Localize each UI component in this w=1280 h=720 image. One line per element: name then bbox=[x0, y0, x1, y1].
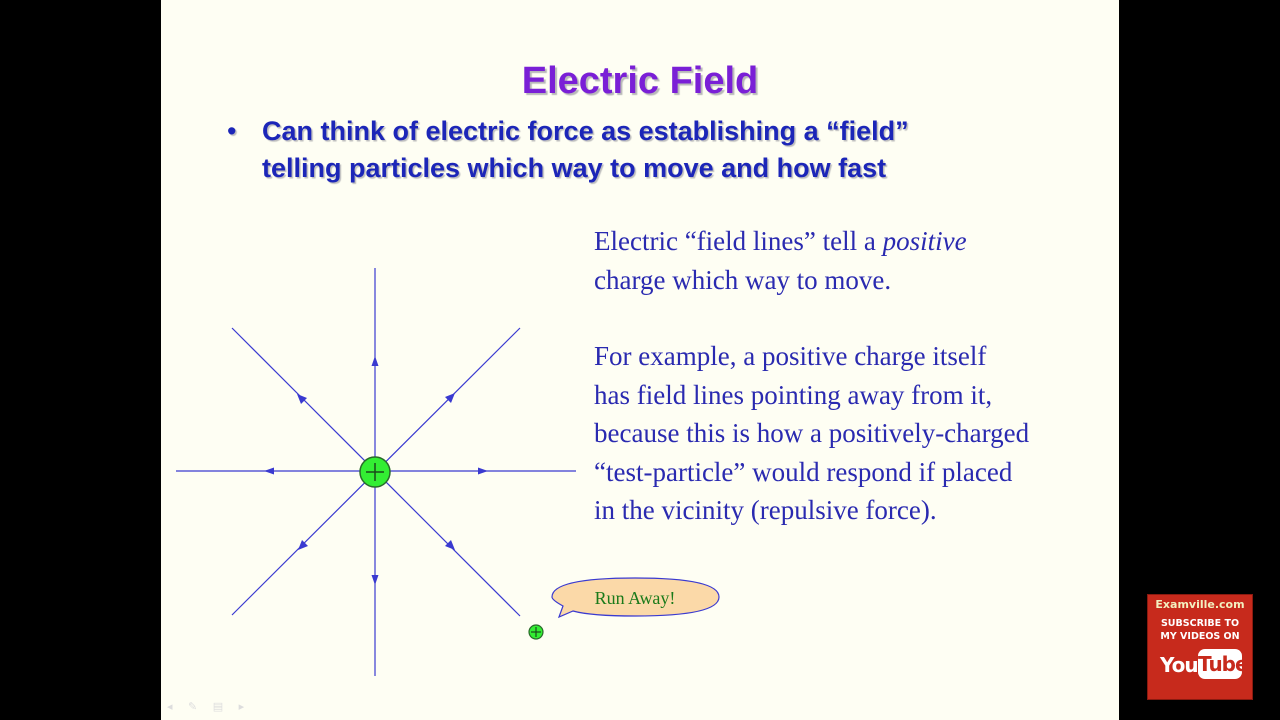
arrow-down-left bbox=[298, 540, 308, 550]
youtube-logo: You Tube bbox=[1156, 649, 1249, 679]
speech-bubble bbox=[551, 577, 720, 619]
test-particle-plus bbox=[531, 627, 541, 637]
field-lines-paragraph: Electric “field lines” tell a positive c… bbox=[594, 222, 1114, 299]
example-paragraph: For example, a positive charge itself ha… bbox=[594, 337, 1114, 530]
arrow-down-right bbox=[445, 540, 455, 550]
paragraph2-line-4: “test-particle” would respond if placed bbox=[594, 456, 1013, 487]
paragraph2-line-5: in the vicinity (repulsive force). bbox=[594, 495, 937, 525]
bullet-text: Can think of electric force as establish… bbox=[262, 113, 1002, 187]
slide: Electric Field • Can think of electric f… bbox=[161, 0, 1119, 720]
youtube-subscribe-badge[interactable]: Examville.com SUBSCRIBE TO MY VIDEOS ON … bbox=[1147, 594, 1253, 700]
paragraph1-text: Electric “field lines” tell a bbox=[594, 226, 883, 256]
slide-title: Electric Field bbox=[521, 60, 759, 102]
arrow-right bbox=[478, 467, 488, 475]
examville-site-label: Examville.com bbox=[1155, 598, 1245, 611]
positive-charge-plus bbox=[366, 463, 384, 481]
subscribe-line-2: MY VIDEOS ON bbox=[1160, 631, 1240, 642]
arrow-up-right bbox=[445, 393, 455, 403]
bullet-line-2: telling particles which way to move and … bbox=[262, 153, 887, 183]
subscribe-line-1: SUBSCRIBE TO bbox=[1160, 618, 1240, 629]
speech-bubble-text: Run Away! bbox=[594, 588, 676, 608]
arrow-up bbox=[371, 356, 379, 366]
paragraph2-line-1: For example, a positive charge itself bbox=[594, 341, 987, 371]
field-line-diagram bbox=[176, 268, 720, 676]
paragraph2-line-3: because this is how a positively-charged bbox=[594, 418, 1030, 448]
arrow-down bbox=[371, 575, 379, 585]
arrow-left bbox=[264, 467, 274, 475]
slide-controls[interactable]: ◂ ✎ ▤ ▸ bbox=[167, 700, 251, 713]
bullet-line-1: Can think of electric force as establish… bbox=[262, 116, 909, 146]
youtube-logo-tube: Tube bbox=[1198, 649, 1249, 679]
paragraph1-line-2: charge which way to move. bbox=[594, 264, 892, 295]
positive-italic: positive bbox=[882, 226, 967, 256]
youtube-logo-you: You bbox=[1160, 653, 1199, 677]
subscribe-text: SUBSCRIBE TO MY VIDEOS ON bbox=[1148, 617, 1252, 643]
arrow-up-left bbox=[297, 394, 307, 404]
paragraph1-line-1: Electric “field lines” tell a positive bbox=[594, 222, 1114, 261]
paragraph2-line-2: has field lines pointing away from it, bbox=[594, 379, 993, 410]
bullet-marker: • bbox=[227, 116, 237, 146]
